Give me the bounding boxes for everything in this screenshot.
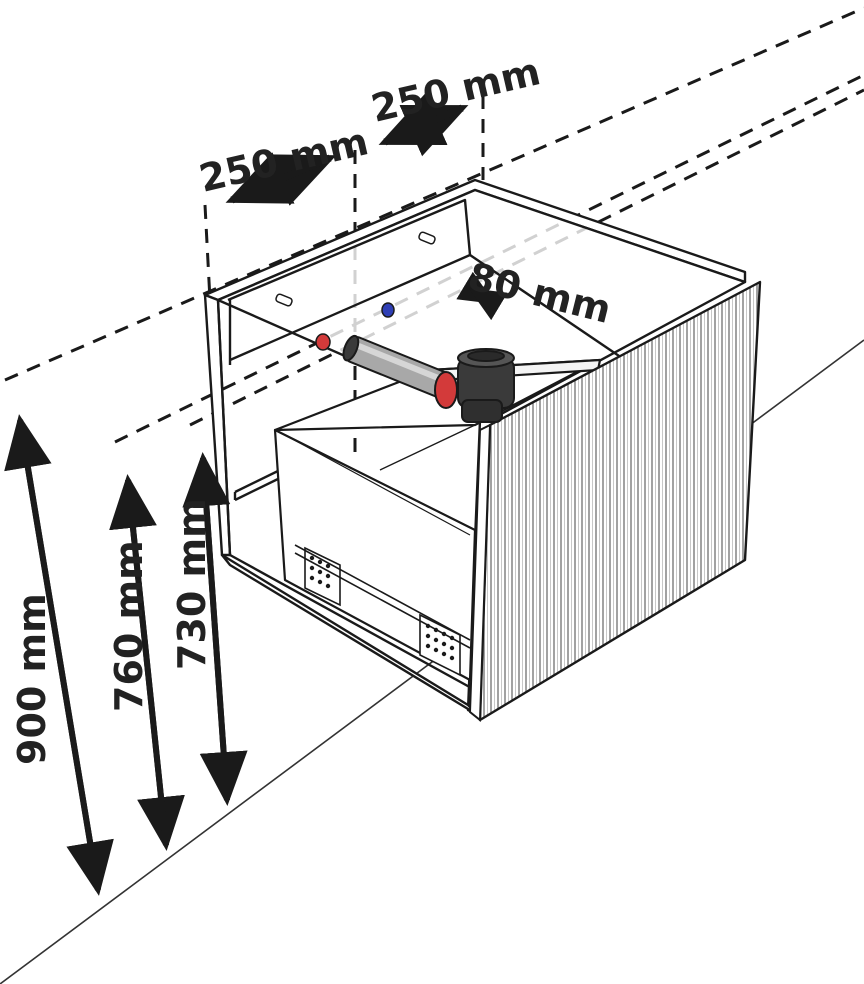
plumbing bbox=[275, 231, 515, 423]
hot-water-connector bbox=[315, 333, 331, 351]
arrow-width-right-back bbox=[378, 93, 464, 146]
arrow-height-730-back bbox=[182, 452, 231, 801]
drawer-runners bbox=[294, 544, 471, 677]
water-connectors bbox=[315, 302, 395, 351]
label-height-730: 730 mm bbox=[170, 498, 214, 670]
left-runner-bracket bbox=[304, 546, 341, 607]
slatted-front-panel bbox=[468, 280, 762, 723]
arrow-width-left-back bbox=[225, 152, 332, 204]
siphon-trap bbox=[434, 348, 515, 423]
horizontal-dimensions bbox=[225, 93, 508, 321]
label-width-left: 250 mm bbox=[195, 119, 372, 201]
vertical-dimensions bbox=[4, 414, 248, 896]
label-width-right: 250 mm bbox=[367, 49, 544, 131]
dashed-line-730 bbox=[189, 88, 864, 427]
arrow-height-900-back bbox=[4, 414, 101, 891]
label-height-900: 900 mm bbox=[10, 593, 54, 765]
drain-pipe bbox=[342, 334, 456, 400]
arrow-depth-offset-back bbox=[468, 287, 508, 321]
dashed-line-900 bbox=[4, 6, 864, 382]
dashed-guide-left bbox=[203, 204, 212, 301]
cold-water-connector bbox=[381, 302, 395, 318]
label-height-760: 760 mm bbox=[107, 540, 151, 712]
arrow-height-760-back bbox=[109, 474, 169, 846]
mounting-pins bbox=[275, 231, 436, 307]
